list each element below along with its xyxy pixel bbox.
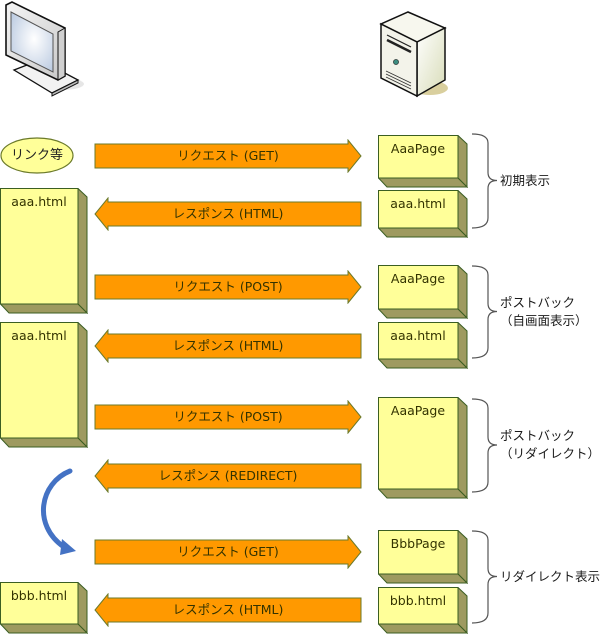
arrow-left-icon — [94, 197, 362, 231]
page-label: aaa.html — [11, 328, 67, 343]
page-label: AaaPage — [390, 403, 446, 418]
phase-label-line: （リダイレクト） — [500, 446, 601, 461]
client-page-bbb-html: bbb.html — [0, 582, 88, 634]
phase-label: リダイレクト表示 — [500, 568, 600, 586]
arrow-left-icon — [94, 329, 362, 363]
server-page-AaaPage: AaaPage — [378, 397, 468, 499]
page-box-shape — [378, 322, 468, 369]
page-label: aaa.html — [390, 328, 446, 343]
response-arrow: レスポンス (HTML) — [94, 197, 362, 231]
server-page-BbbPage: BbbPage — [378, 530, 468, 584]
curly-brace-icon — [471, 398, 498, 493]
arrow-left-icon — [94, 459, 362, 493]
monitor-icon — [5, 1, 84, 97]
page-label: aaa.html — [390, 196, 446, 211]
arrow-label: レスポンス (REDIRECT) — [158, 468, 298, 483]
arrow-label: リクエスト (POST) — [173, 409, 283, 424]
page-box-shape — [0, 582, 88, 634]
arrow-label: リクエスト (GET) — [177, 544, 279, 559]
curly-brace-icon — [471, 133, 498, 229]
link-trigger: リンク等 — [0, 137, 74, 174]
arrow-right-icon — [94, 139, 362, 173]
response-arrow: レスポンス (HTML) — [94, 593, 362, 627]
request-arrow: リクエスト (GET) — [94, 535, 362, 569]
page-label: BbbPage — [390, 536, 446, 551]
phase-label-line: （自画面表示） — [500, 312, 588, 328]
page-box-shape — [378, 265, 468, 319]
phase-label-line: リダイレクト表示 — [500, 568, 601, 584]
response-arrow: レスポンス (REDIRECT) — [94, 459, 362, 493]
arrow-label: レスポンス (HTML) — [172, 338, 284, 353]
server-page-aaa-html: aaa.html — [378, 322, 468, 369]
request-arrow: リクエスト (GET) — [94, 139, 362, 173]
page-box-shape — [378, 190, 468, 238]
link-trigger-ellipse — [0, 137, 74, 174]
phase-label-line: ポストバック — [500, 428, 576, 443]
server-page-AaaPage: AaaPage — [378, 265, 468, 319]
arrow-right-icon — [94, 270, 362, 304]
page-label: bbb.html — [389, 593, 447, 608]
server-tower-icon — [379, 11, 448, 98]
page-box-shape — [378, 587, 468, 634]
phase-label-line: 初期表示 — [500, 172, 551, 188]
arrow-label: リクエスト (POST) — [173, 279, 283, 294]
arrow-label: レスポンス (HTML) — [172, 206, 284, 221]
arrow-label: リクエスト (GET) — [177, 148, 279, 163]
phase-label: 初期表示 — [500, 172, 550, 190]
page-label: AaaPage — [390, 271, 446, 286]
arrow-right-icon — [94, 400, 362, 434]
link-trigger-label: リンク等 — [10, 148, 63, 163]
page-box-shape — [378, 397, 468, 499]
page-box-shape — [378, 530, 468, 584]
server-page-aaa-html: aaa.html — [378, 190, 468, 238]
request-arrow: リクエスト (POST) — [94, 400, 362, 434]
page-label: aaa.html — [11, 194, 67, 209]
arrow-label: レスポンス (HTML) — [172, 602, 284, 617]
curly-brace-icon — [471, 265, 498, 359]
arrow-right-icon — [94, 535, 362, 569]
server-page-AaaPage: AaaPage — [378, 135, 468, 188]
page-box-shape — [378, 135, 468, 188]
redirect-curve-arrow-icon — [40, 468, 76, 555]
phase-label: ポストバック （リダイレクト） — [500, 427, 600, 463]
request-arrow: リクエスト (POST) — [94, 270, 362, 304]
response-arrow: レスポンス (HTML) — [94, 329, 362, 363]
page-box-shape — [0, 322, 88, 448]
page-label: bbb.html — [10, 588, 68, 603]
client-page-aaa-html: aaa.html — [0, 188, 88, 314]
phase-label: ポストバック （自画面表示） — [500, 294, 588, 330]
server-page-bbb-html: bbb.html — [378, 587, 468, 634]
client-page-aaa-html: aaa.html — [0, 322, 88, 448]
page-box-shape — [0, 188, 88, 314]
page-label: AaaPage — [390, 141, 446, 156]
curly-brace-icon — [471, 530, 498, 624]
arrow-left-icon — [94, 593, 362, 627]
phase-label-line: ポストバック — [500, 294, 576, 310]
